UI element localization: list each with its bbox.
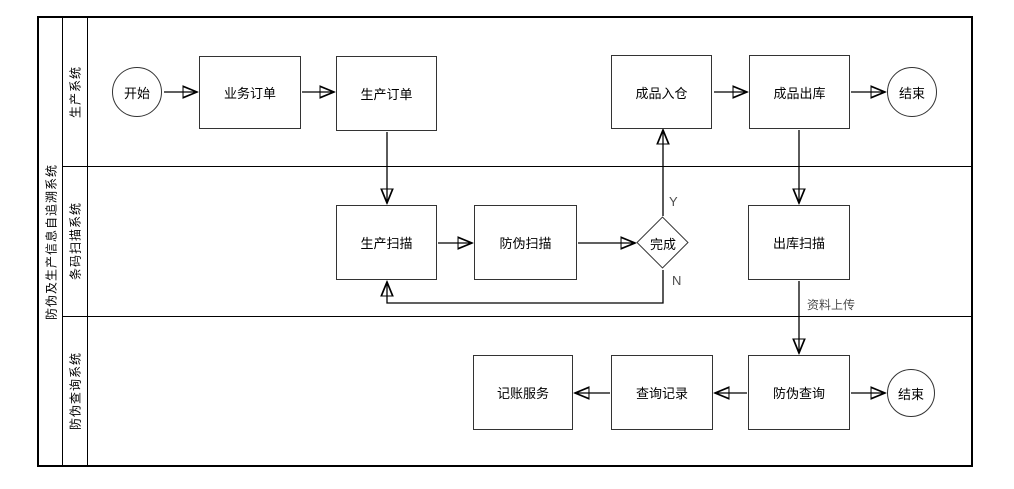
- edge-label-yes: Y: [669, 194, 678, 209]
- lane-label-cell: 防伪查询系统: [63, 316, 88, 465]
- edge-label-no: N: [672, 273, 682, 288]
- pool-title-column: 防伪及生产信息自追溯系统: [39, 18, 63, 465]
- lane-barcode-scan-system: 条码扫描系统: [63, 167, 971, 317]
- node-label: 成品出库: [773, 85, 826, 101]
- task-anticounterfeit-query[interactable]: 防伪查询: [748, 355, 850, 430]
- lane-anticounterfeit-query-system: 防伪查询系统: [63, 316, 971, 465]
- task-finished-out-warehouse[interactable]: 成品出库: [749, 55, 850, 129]
- decision-complete-label: 完成: [649, 236, 676, 252]
- node-label: 生产扫描: [360, 236, 413, 251]
- node-label: 记账服务: [496, 386, 549, 401]
- edge-label-data-upload: 资料上传: [807, 298, 856, 312]
- task-business-order[interactable]: 业务订单: [199, 56, 301, 129]
- task-accounting-service[interactable]: 记账服务: [473, 355, 573, 430]
- lane-label-anticounterfeit-query-system: 防伪查询系统: [68, 351, 83, 430]
- node-label: 成品入仓: [635, 85, 688, 101]
- task-outbound-scan[interactable]: 出库扫描: [748, 205, 850, 280]
- lane-label-production-system: 生产系统: [68, 66, 83, 119]
- start-event[interactable]: 开始: [112, 67, 162, 117]
- task-production-scan[interactable]: 生产扫描: [336, 205, 437, 280]
- end-event-top[interactable]: 结束: [887, 67, 937, 117]
- lane-stack: 生产系统 条码扫描系统 防伪查询系统: [63, 18, 971, 465]
- node-label: 开始: [123, 85, 150, 101]
- lane-label-cell: 生产系统: [63, 18, 88, 167]
- node-label: 结束: [897, 386, 924, 402]
- lane-label-cell: 条码扫描系统: [63, 167, 88, 316]
- end-event-bottom[interactable]: 结束: [887, 369, 935, 417]
- task-anticounterfeit-scan[interactable]: 防伪扫描: [474, 205, 577, 280]
- node-label: 业务订单: [223, 86, 276, 101]
- node-label: 生产订单: [360, 87, 413, 102]
- lane-production-system: 生产系统: [63, 18, 971, 168]
- task-production-order[interactable]: 生产订单: [336, 56, 437, 131]
- node-label: 防伪扫描: [499, 236, 552, 251]
- node-label: 出库扫描: [772, 236, 825, 251]
- node-label: 防伪查询: [772, 386, 825, 401]
- pool-title: 防伪及生产信息自追溯系统: [44, 163, 58, 320]
- node-label: 查询记录: [635, 386, 688, 401]
- task-query-record[interactable]: 查询记录: [611, 355, 713, 430]
- node-label: 结束: [898, 85, 925, 101]
- task-finished-in-warehouse[interactable]: 成品入仓: [611, 55, 712, 129]
- lane-label-barcode-scan-system: 条码扫描系统: [68, 202, 83, 281]
